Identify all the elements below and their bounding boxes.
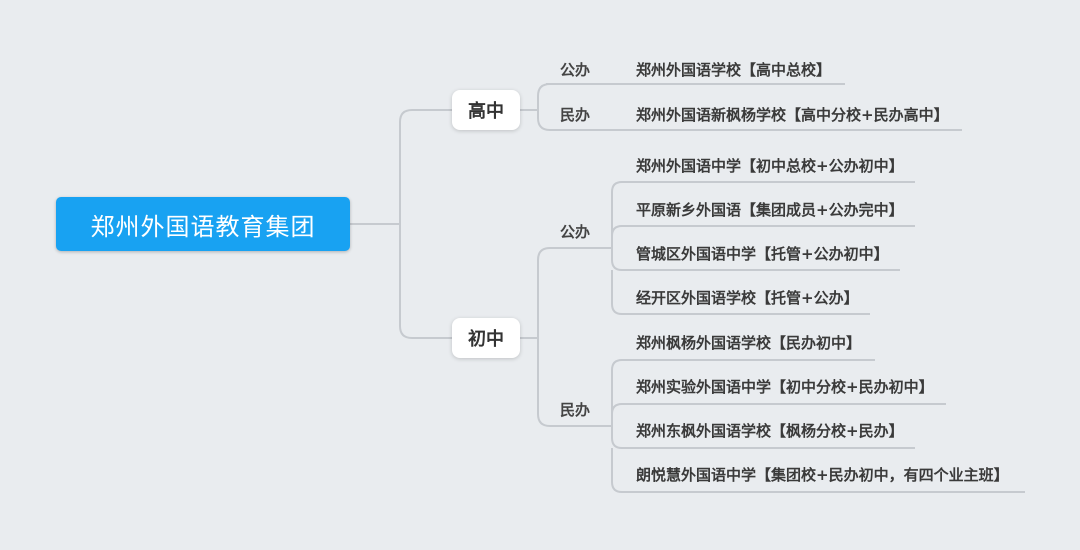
level-label: 高中 bbox=[468, 101, 504, 122]
connector-mp-school-4 bbox=[611, 270, 870, 315]
school-item[interactable]: 郑州外国语新枫杨学校【高中分校+民办高中】 bbox=[636, 106, 949, 124]
school-item[interactable]: 郑州实验外国语中学【初中分校+民办初中】 bbox=[636, 378, 934, 396]
connector-mp-school-3 bbox=[611, 248, 900, 271]
connector-mpr-school-3 bbox=[611, 426, 915, 449]
level-label: 初中 bbox=[468, 329, 504, 350]
connector-trunk-middle bbox=[399, 224, 452, 339]
level-node-middle-school[interactable]: 初中 bbox=[452, 318, 520, 358]
type-label-middle-private: 民办 bbox=[560, 401, 591, 419]
connector-middle-public bbox=[520, 247, 600, 339]
school-item[interactable]: 管城区外国语中学【托管+公办初中】 bbox=[636, 245, 889, 263]
root-label: 郑州外国语教育集团 bbox=[90, 212, 316, 241]
school-item[interactable]: 郑州东枫外国语学校【枫杨分校+民办】 bbox=[636, 422, 904, 440]
school-item[interactable]: 朗悦慧外国语中学【集团校+民办初中，有四个业主班】 bbox=[636, 466, 1009, 484]
connector-mp-school-2 bbox=[611, 225, 915, 248]
connector-trunk-high bbox=[399, 109, 452, 224]
type-label-middle-public: 公办 bbox=[560, 223, 591, 241]
connector-mp-school-1 bbox=[611, 181, 915, 248]
school-item[interactable]: 平原新乡外国语【集团成员+公办完中】 bbox=[636, 201, 904, 219]
type-label-high-public: 公办 bbox=[560, 61, 591, 79]
connector-mpr-school-2 bbox=[611, 403, 946, 426]
school-item[interactable]: 郑州枫杨外国语学校【民办初中】 bbox=[636, 334, 862, 352]
connector-mpr-school-1 bbox=[611, 359, 875, 426]
connector-high-private bbox=[537, 110, 600, 131]
connector-middle-private bbox=[537, 338, 600, 427]
connector-high-public bbox=[520, 83, 551, 111]
root-node[interactable]: 郑州外国语教育集团 bbox=[56, 197, 350, 251]
level-node-high-school[interactable]: 高中 bbox=[452, 90, 520, 130]
connector-mpr-school-4 bbox=[611, 448, 1025, 493]
school-item[interactable]: 经开区外国语学校【托管+公办】 bbox=[636, 289, 859, 307]
type-label-high-private: 民办 bbox=[560, 106, 591, 124]
school-item[interactable]: 郑州外国语中学【初中总校+公办初中】 bbox=[636, 157, 904, 175]
school-item[interactable]: 郑州外国语学校【高中总校】 bbox=[636, 61, 832, 79]
